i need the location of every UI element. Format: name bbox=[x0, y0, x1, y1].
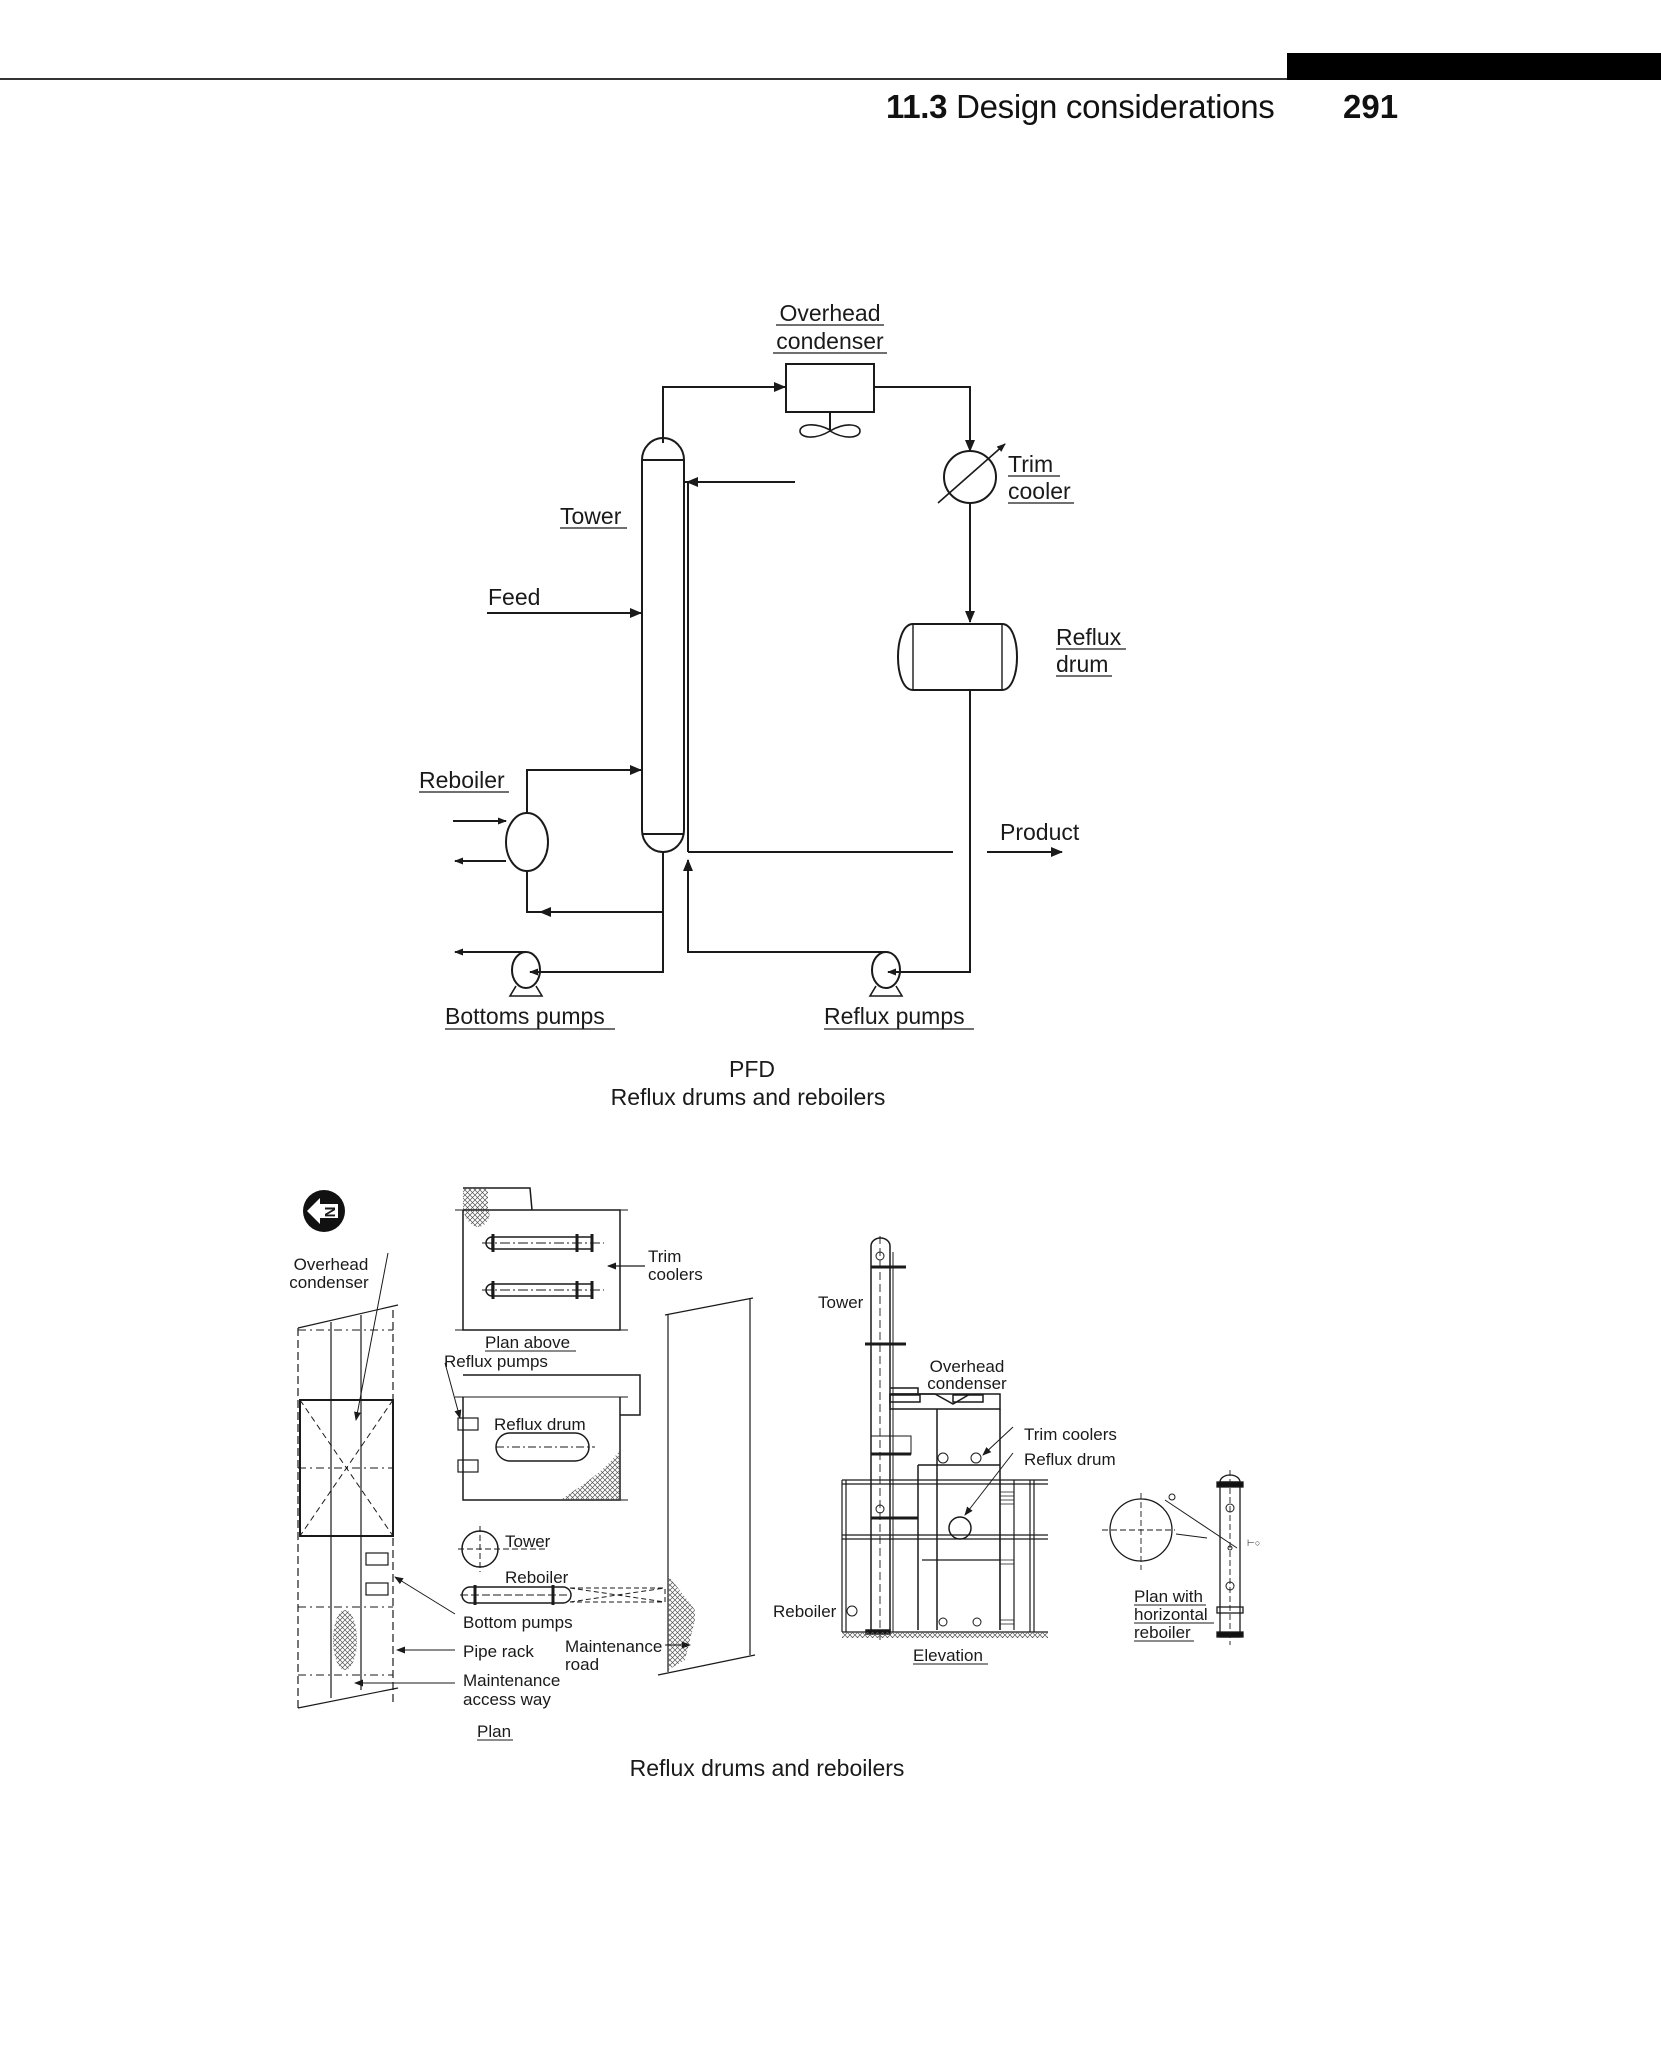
phr-label-line1: Plan with bbox=[1134, 1587, 1203, 1606]
section-number: 11.3 bbox=[886, 88, 948, 125]
plan-drawing: N bbox=[297, 1187, 756, 1710]
plan-label-reflux-drum: Reflux drum bbox=[494, 1415, 586, 1434]
pfd-caption-line2: Reflux drums and reboilers bbox=[611, 1084, 886, 1110]
reflux-drum-vessel bbox=[897, 623, 1018, 691]
label-tower: Tower bbox=[560, 503, 622, 529]
plan-above-area bbox=[455, 1187, 645, 1331]
elev-label-reboiler: Reboiler bbox=[773, 1602, 837, 1621]
overhead-condenser-box bbox=[785, 363, 875, 413]
fan-icon bbox=[799, 424, 861, 438]
pipe-rack-plan bbox=[297, 1252, 456, 1710]
maintenance-road bbox=[657, 1297, 756, 1676]
reflux-pump-symbol bbox=[868, 951, 904, 997]
elevation-title: Elevation bbox=[913, 1646, 983, 1665]
pfd-diagram bbox=[453, 363, 1063, 997]
plan-label-maint-access-2: access way bbox=[463, 1690, 551, 1709]
bottoms-pump-symbol bbox=[454, 948, 544, 997]
page-number: 291 bbox=[1343, 88, 1399, 125]
phr-label-line2: horizontal bbox=[1134, 1605, 1208, 1624]
header-tab-block bbox=[1287, 53, 1661, 80]
trim-cooler-exchanger bbox=[482, 1281, 604, 1299]
plan-label-overhead-1: Overhead bbox=[294, 1255, 369, 1274]
label-reboiler: Reboiler bbox=[419, 767, 505, 793]
label-feed: Feed bbox=[488, 584, 540, 610]
svg-text:⊢○: ⊢○ bbox=[1247, 1538, 1260, 1548]
label-reflux-drum-line1: Reflux bbox=[1056, 624, 1122, 650]
label-overhead-condenser-line2: condenser bbox=[776, 328, 884, 354]
pfd-labels: Overhead condenser Trim cooler Tower Fee… bbox=[419, 300, 1126, 1110]
layout-figure-caption: Reflux drums and reboilers bbox=[630, 1755, 905, 1781]
elev-label-tower: Tower bbox=[818, 1293, 864, 1312]
elev-label-trim-coolers: Trim coolers bbox=[1024, 1425, 1117, 1444]
plan-title: Plan bbox=[477, 1722, 511, 1741]
reflux-drum-plan-area bbox=[444, 1362, 641, 1501]
north-label: N bbox=[322, 1207, 339, 1218]
overhead-vapor-line bbox=[662, 382, 786, 443]
reflux-drum-plan-vessel bbox=[495, 1432, 595, 1462]
tower-column bbox=[641, 437, 685, 853]
elevation-tower bbox=[865, 1236, 918, 1640]
plan-label-reboiler: Reboiler bbox=[505, 1568, 569, 1587]
plan-label-overhead-2: condenser bbox=[289, 1273, 369, 1292]
plan-label-maint-access-1: Maintenance bbox=[463, 1671, 560, 1690]
elev-label-overhead-1: Overhead bbox=[930, 1357, 1005, 1376]
north-arrow-icon: N bbox=[303, 1190, 345, 1232]
header-rule bbox=[0, 78, 1661, 80]
label-trim-cooler-line2: cooler bbox=[1008, 478, 1071, 504]
label-overhead-condenser-line1: Overhead bbox=[779, 300, 880, 326]
elev-label-reflux-drum: Reflux drum bbox=[1024, 1450, 1116, 1469]
label-product: Product bbox=[1000, 819, 1080, 845]
plan-above-title: Plan above bbox=[485, 1333, 570, 1352]
section-title: Design considerations bbox=[956, 88, 1275, 125]
elev-label-overhead-2: condenser bbox=[927, 1374, 1007, 1393]
plan-label-bottom-pumps: Bottom pumps bbox=[463, 1613, 573, 1632]
plan-label-maint-road-2: road bbox=[565, 1655, 599, 1674]
elevation-drawing bbox=[841, 1236, 1048, 1640]
elevation-reflux-drum bbox=[948, 1516, 972, 1540]
phr-label-line3: reboiler bbox=[1134, 1623, 1191, 1642]
plan-label-maint-road-1: Maintenance bbox=[565, 1637, 662, 1656]
label-reflux-drum-line2: drum bbox=[1056, 651, 1108, 677]
horizontal-reboiler-vessel: ⊢○ bbox=[1216, 1470, 1260, 1645]
label-reflux-pumps: Reflux pumps bbox=[824, 1003, 965, 1029]
plan-label-pipe-rack: Pipe rack bbox=[463, 1642, 534, 1661]
tower-plan-symbol bbox=[458, 1526, 545, 1572]
plan-label-trim-2: coolers bbox=[648, 1265, 703, 1284]
pfd-caption-line1: PFD bbox=[729, 1056, 775, 1082]
reboiler-plan-symbol bbox=[460, 1585, 666, 1605]
elevation-labels: Tower Overhead condenser Trim coolers Re… bbox=[773, 1293, 1117, 1665]
label-trim-cooler-line1: Trim bbox=[1008, 451, 1053, 477]
plan-horizontal-reboiler-drawing: ⊢○ bbox=[1102, 1470, 1260, 1645]
elevation-condenser-structure bbox=[889, 1387, 1001, 1630]
reboiler-symbol bbox=[505, 812, 549, 872]
plan-label-trim-1: Trim bbox=[648, 1247, 681, 1266]
label-bottoms-pumps: Bottoms pumps bbox=[445, 1003, 605, 1029]
elevation-frame bbox=[841, 1479, 1048, 1638]
plan-labels: Overhead condenser Trim coolers Plan abo… bbox=[289, 1247, 703, 1741]
elevation-reboiler bbox=[846, 1605, 858, 1617]
plan-horizontal-reboiler-labels: Plan with horizontal reboiler bbox=[1134, 1587, 1214, 1642]
trim-cooler-exchanger bbox=[482, 1234, 604, 1252]
plan-label-tower: Tower bbox=[505, 1532, 551, 1551]
running-head: 11.3 Design considerations bbox=[886, 88, 1275, 126]
plan-label-reflux-pumps: Reflux pumps bbox=[444, 1352, 548, 1371]
